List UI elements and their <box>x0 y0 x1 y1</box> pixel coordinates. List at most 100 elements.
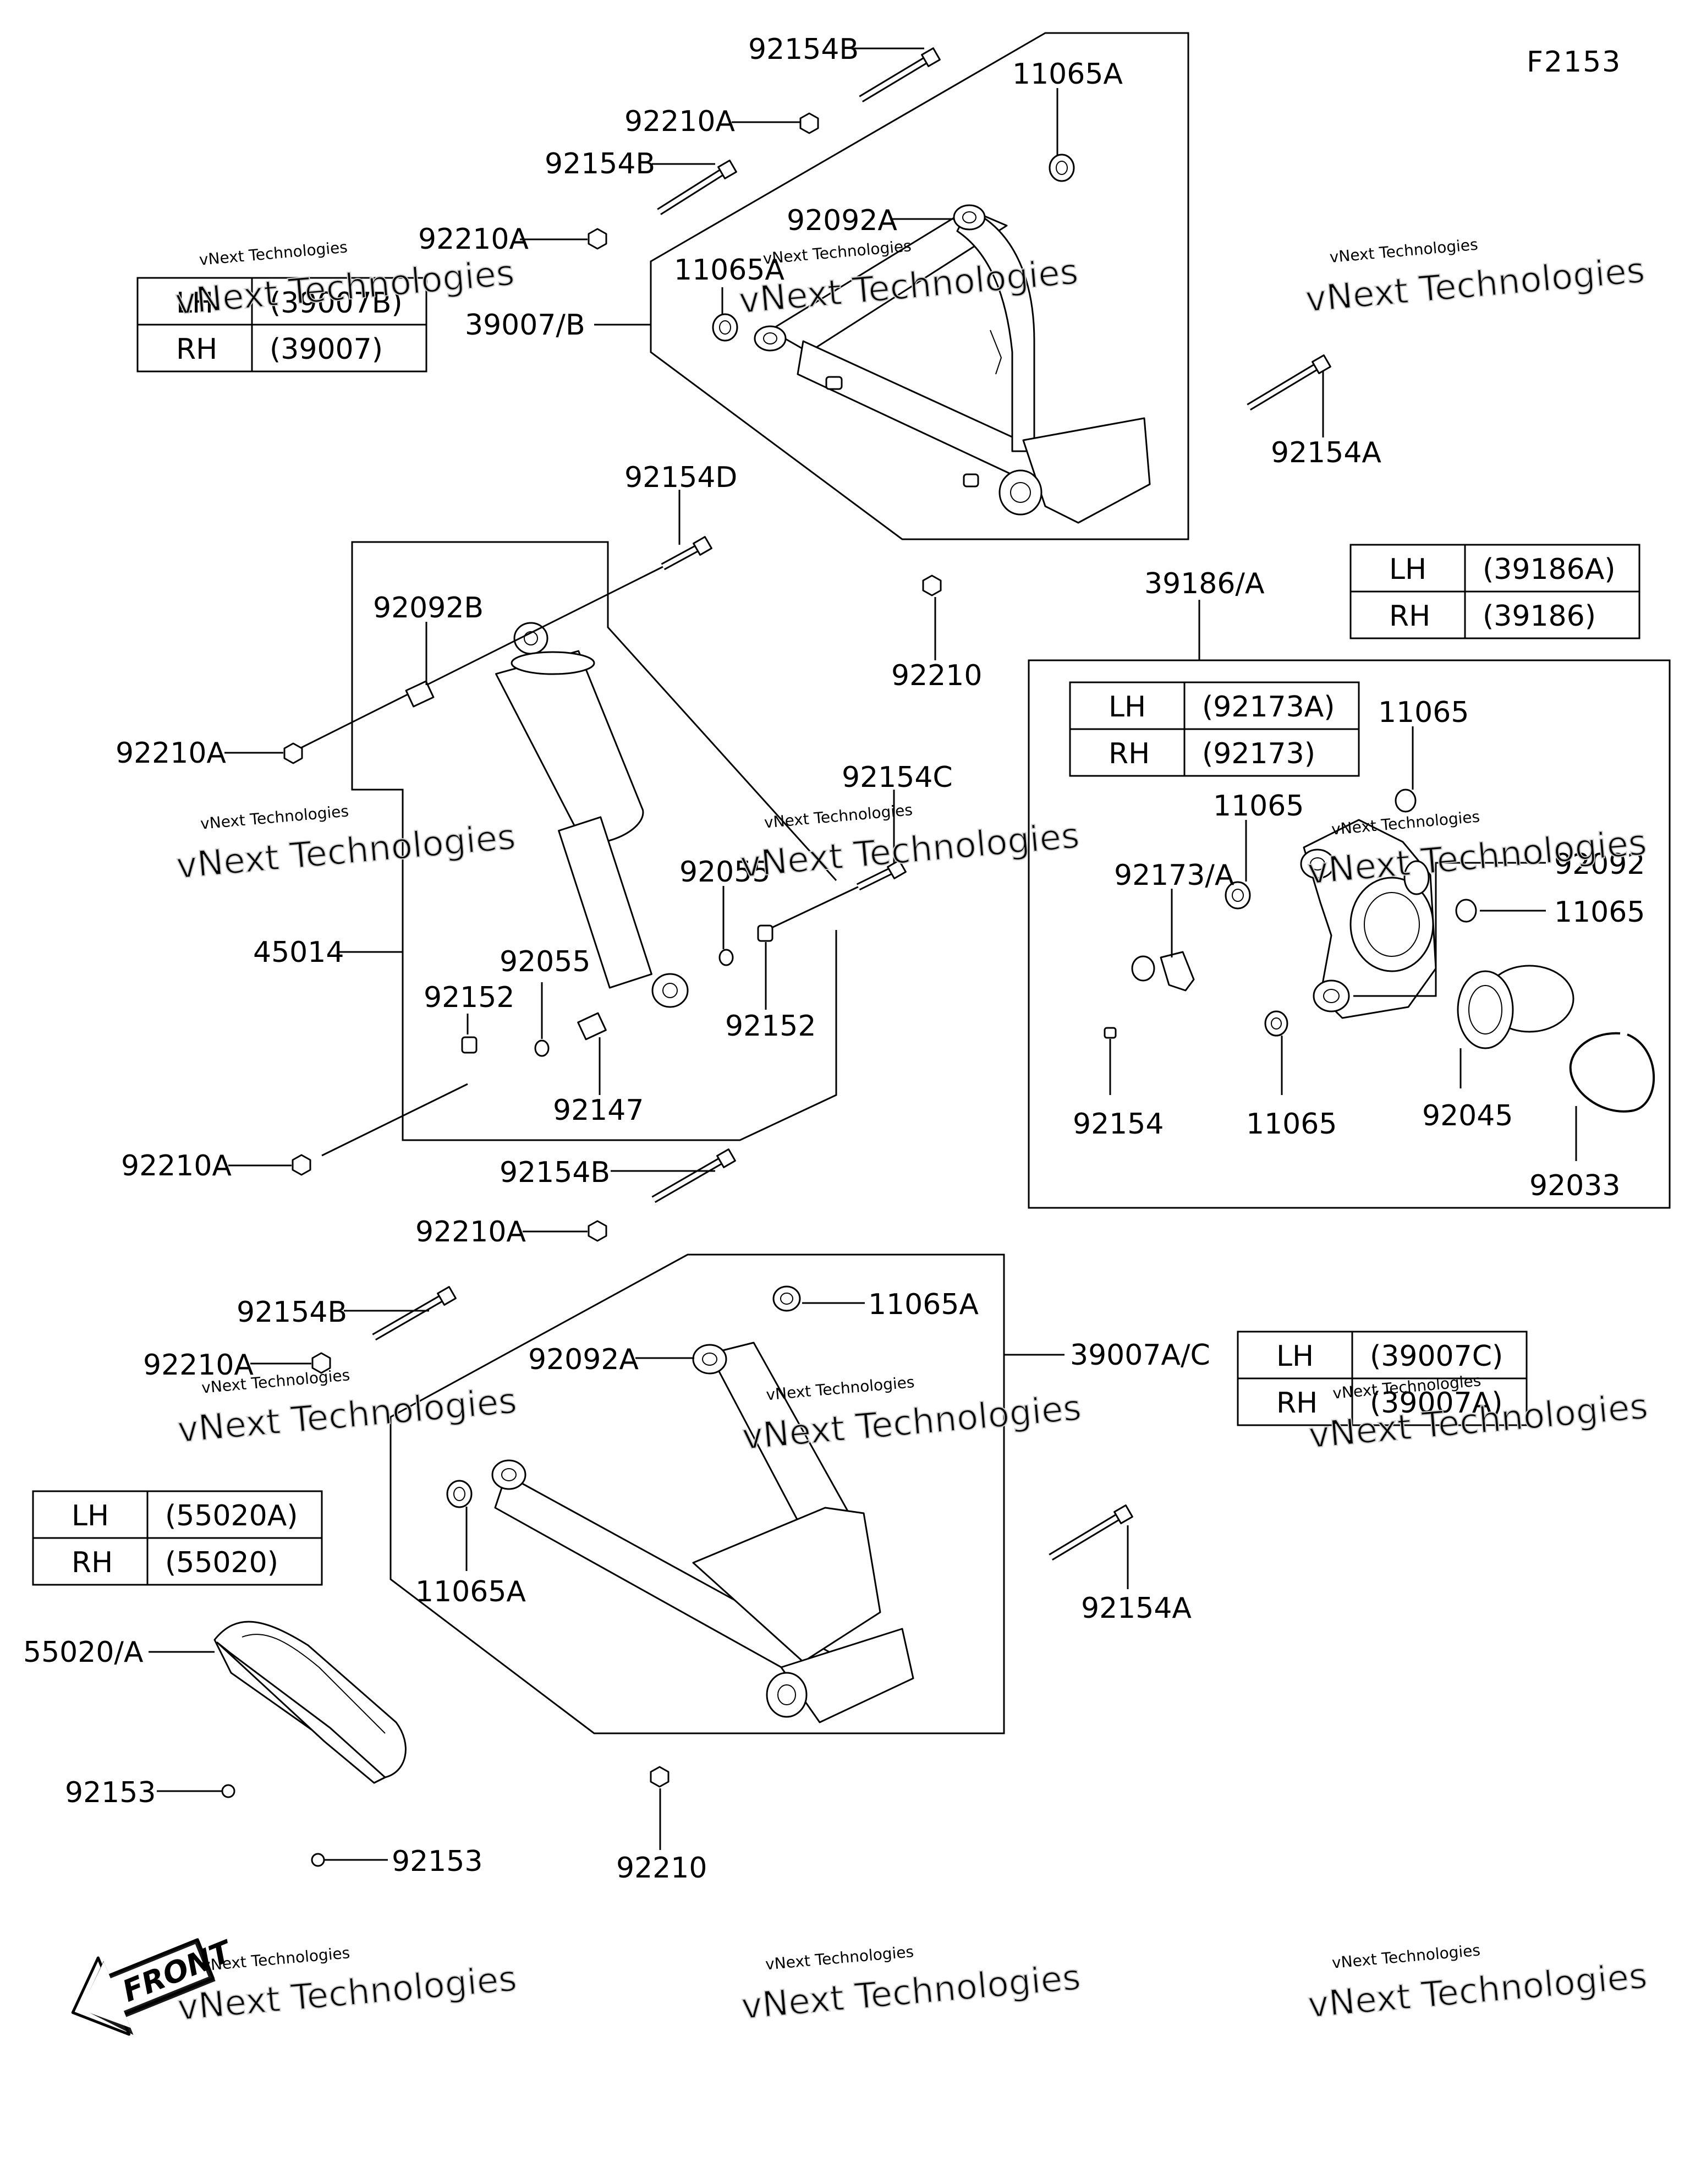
side-table-guard: LH (55020A) RH (55020) <box>32 1490 323 1586</box>
screw-92153-1 <box>221 1784 235 1798</box>
bolt-92154b-top <box>859 47 941 103</box>
nut-92210-lower <box>650 1766 670 1788</box>
bolt-92154d <box>661 536 712 571</box>
side-table-bracket: LH (92173A) RH (92173) <box>1069 681 1360 777</box>
label-92154d: 92154D <box>624 461 737 494</box>
lower-arm-group-outline <box>389 1254 1005 1734</box>
shock-absorber-part <box>495 622 689 1008</box>
label-39007b: 39007/B <box>465 309 585 342</box>
collar-92092b <box>405 680 435 708</box>
label-92152-2: 92152 <box>725 1010 816 1043</box>
label-92092b: 92092B <box>373 592 484 625</box>
t4-row2-side: RH <box>1276 1387 1318 1420</box>
nut-92210a-4 <box>292 1154 311 1176</box>
label-92210a-3: 92210A <box>116 737 226 770</box>
label-39007ac: 39007A/C <box>1070 1339 1210 1372</box>
bushing-92152-1 <box>757 924 773 942</box>
label-92154b-3: 92154B <box>500 1156 610 1189</box>
label-55020a: 55020/A <box>23 1636 144 1669</box>
washer-11065-2 <box>1225 881 1251 910</box>
label-92210a-1: 92210A <box>624 105 735 138</box>
t4-row1-side: LH <box>1276 1340 1314 1373</box>
label-92154a-2: 92154A <box>1081 1592 1192 1625</box>
watermark-11: vNext Technologies vNext Technologies <box>739 1942 1083 2028</box>
nut-92210a-1 <box>799 112 819 134</box>
label-92092: 92092 <box>1554 848 1645 881</box>
label-11065-d: 11065 <box>1246 1108 1337 1141</box>
label-92153-2: 92153 <box>392 1845 482 1878</box>
label-92154b-2: 92154B <box>545 147 655 180</box>
nut-92210a-3 <box>283 742 303 764</box>
t5-row2-part: (55020) <box>165 1546 278 1579</box>
t3-row1-part: (92173A) <box>1202 691 1335 724</box>
label-92210a-2: 92210A <box>418 223 529 256</box>
circlip-92033 <box>1569 1032 1655 1113</box>
svg-text:vNext Technologies: vNext Technologies <box>765 1942 914 1973</box>
watermark-4: vNext Technologies vNext Technologies <box>174 802 518 887</box>
nut-92210a-6 <box>311 1352 331 1374</box>
label-39186a: 39186/A <box>1144 567 1265 600</box>
bolt-92154a-upper <box>1247 354 1331 411</box>
label-11065a-4: 11065A <box>415 1575 526 1608</box>
t3-row2-side: RH <box>1109 737 1150 770</box>
oring-92055-2 <box>534 1039 550 1057</box>
t4-row1-part: (39007C) <box>1370 1340 1503 1373</box>
label-92154c: 92154C <box>842 761 953 794</box>
svg-text:vNext Technologies: vNext Technologies <box>764 801 913 831</box>
screw-92153-2 <box>311 1853 325 1867</box>
label-92210-mid: 92210 <box>891 659 982 692</box>
washer-11065-3 <box>1455 899 1477 923</box>
t2-row2-side: RH <box>1389 600 1430 633</box>
label-92210a-4: 92210A <box>121 1150 232 1183</box>
side-table-lower-arm: LH (39007C) RH (39007A) <box>1237 1331 1528 1426</box>
lower-a-arm-part <box>491 1342 914 1723</box>
washer-11065a-3 <box>772 1285 801 1312</box>
t2-row1-part: (39186A) <box>1483 553 1616 586</box>
svg-text:vNext Technologies: vNext Technologies <box>199 238 348 269</box>
t2-row2-part: (39186) <box>1483 600 1596 633</box>
svg-text:vNext Technologies: vNext Technologies <box>200 802 349 833</box>
label-11065-b: 11065 <box>1213 790 1304 823</box>
label-92154b-1: 92154B <box>748 33 859 66</box>
bolt-92154c <box>856 860 907 891</box>
label-92210a-5: 92210A <box>415 1216 526 1249</box>
label-92055-2: 92055 <box>500 945 590 978</box>
label-92055-1: 92055 <box>679 856 770 889</box>
side-table-knuckle: LH (39186A) RH (39186) <box>1349 544 1640 639</box>
watermark-9: vNext Technologies vNext Technologies <box>1307 1371 1650 1457</box>
label-11065a-2: 11065A <box>674 254 784 287</box>
label-92154a-1: 92154A <box>1271 436 1381 469</box>
guard-55020-part <box>213 1621 407 1784</box>
bolt-92154b-2 <box>657 160 737 215</box>
label-92045: 92045 <box>1422 1099 1513 1132</box>
t3-row2-part: (92173) <box>1202 737 1315 770</box>
t5-row2-side: RH <box>72 1546 113 1579</box>
t5-row1-part: (55020A) <box>165 1499 298 1532</box>
label-11065-c: 11065 <box>1554 896 1645 929</box>
label-92092a-2: 92092A <box>528 1343 639 1376</box>
label-45014: 45014 <box>253 936 344 969</box>
washer-11065a-1 <box>1049 154 1075 182</box>
bracket-92173 <box>1131 951 1195 992</box>
t4-row2-part: (39007A) <box>1370 1387 1503 1420</box>
bolt-92154b-lower-1 <box>651 1148 736 1203</box>
shock-group-bracket <box>351 541 837 882</box>
bolt-92154a-lower <box>1049 1504 1133 1561</box>
label-92154: 92154 <box>1073 1108 1164 1141</box>
t2-row1-side: LH <box>1389 553 1426 586</box>
washer-11065a-4 <box>446 1480 473 1508</box>
label-92147: 92147 <box>553 1094 644 1127</box>
washer-11065-4 <box>1264 1010 1288 1037</box>
t3-row1-side: LH <box>1109 691 1146 724</box>
label-11065a-3: 11065A <box>868 1288 979 1321</box>
steering-knuckle-part <box>1300 819 1437 1019</box>
figure-code: F2153 <box>1527 46 1621 79</box>
bearing-92045 <box>1457 965 1574 1049</box>
svg-text:vNext Technologies: vNext Technologies <box>1331 1941 1481 1972</box>
side-table-upper-arm: LH (39007B) RH (39007) <box>136 277 427 373</box>
t1-row1-part: (39007B) <box>270 287 403 320</box>
nut-92210a-2 <box>588 228 607 250</box>
svg-text:vNext Technologies: vNext Technologies <box>1329 236 1478 266</box>
nut-92210-mid <box>922 574 942 596</box>
